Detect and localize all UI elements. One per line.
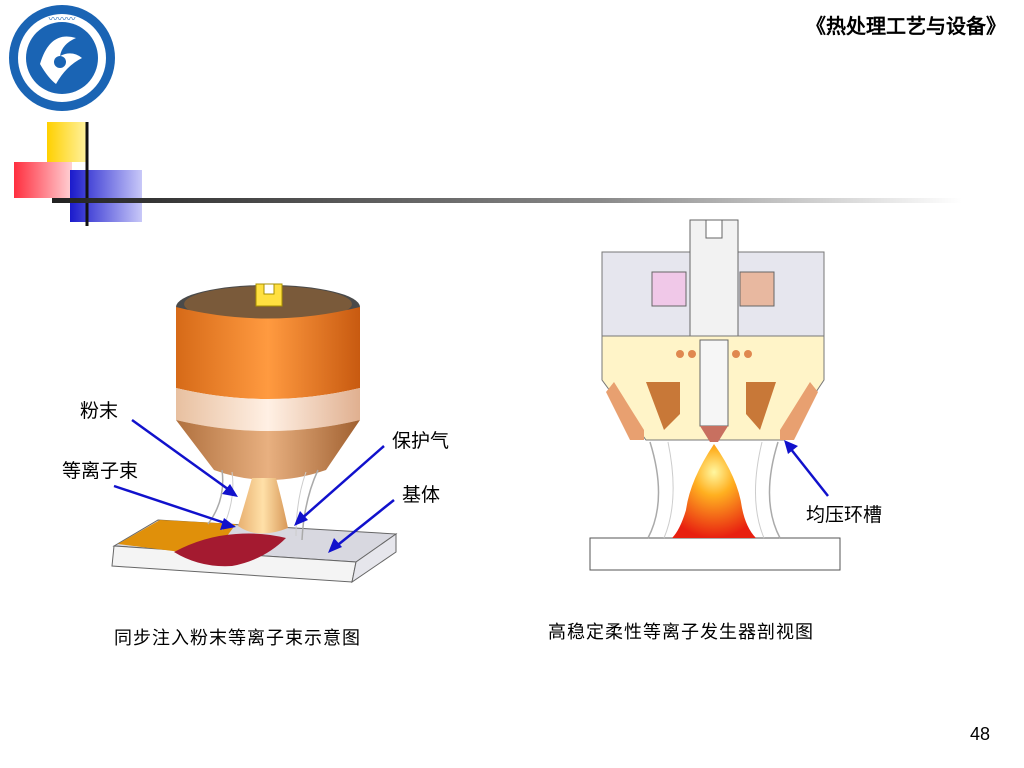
course-title: 《热处理工艺与设备》 [806,14,1006,38]
label-plasma-beam: 等离子束 [62,460,139,482]
university-logo: 〰〰〰 [9,5,115,111]
label-shield-gas: 保护气 [392,430,450,452]
plasma-generator-section [589,219,841,571]
svg-text:〰〰〰: 〰〰〰 [48,15,75,25]
caption-right: 高稳定柔性等离子发生器剖视图 [548,622,814,643]
annotation-arrows-left [113,418,395,553]
label-substrate: 基体 [402,484,441,506]
plasma-torch-diagram [111,283,398,584]
header-decoration [14,122,962,226]
caption-left: 同步注入粉末等离子束示意图 [114,628,361,649]
annotation-arrow-right [784,440,829,497]
label-pressure-ring: 均压环槽 [806,504,883,526]
label-powder: 粉末 [80,400,119,422]
page-number: 48 [969,724,990,744]
